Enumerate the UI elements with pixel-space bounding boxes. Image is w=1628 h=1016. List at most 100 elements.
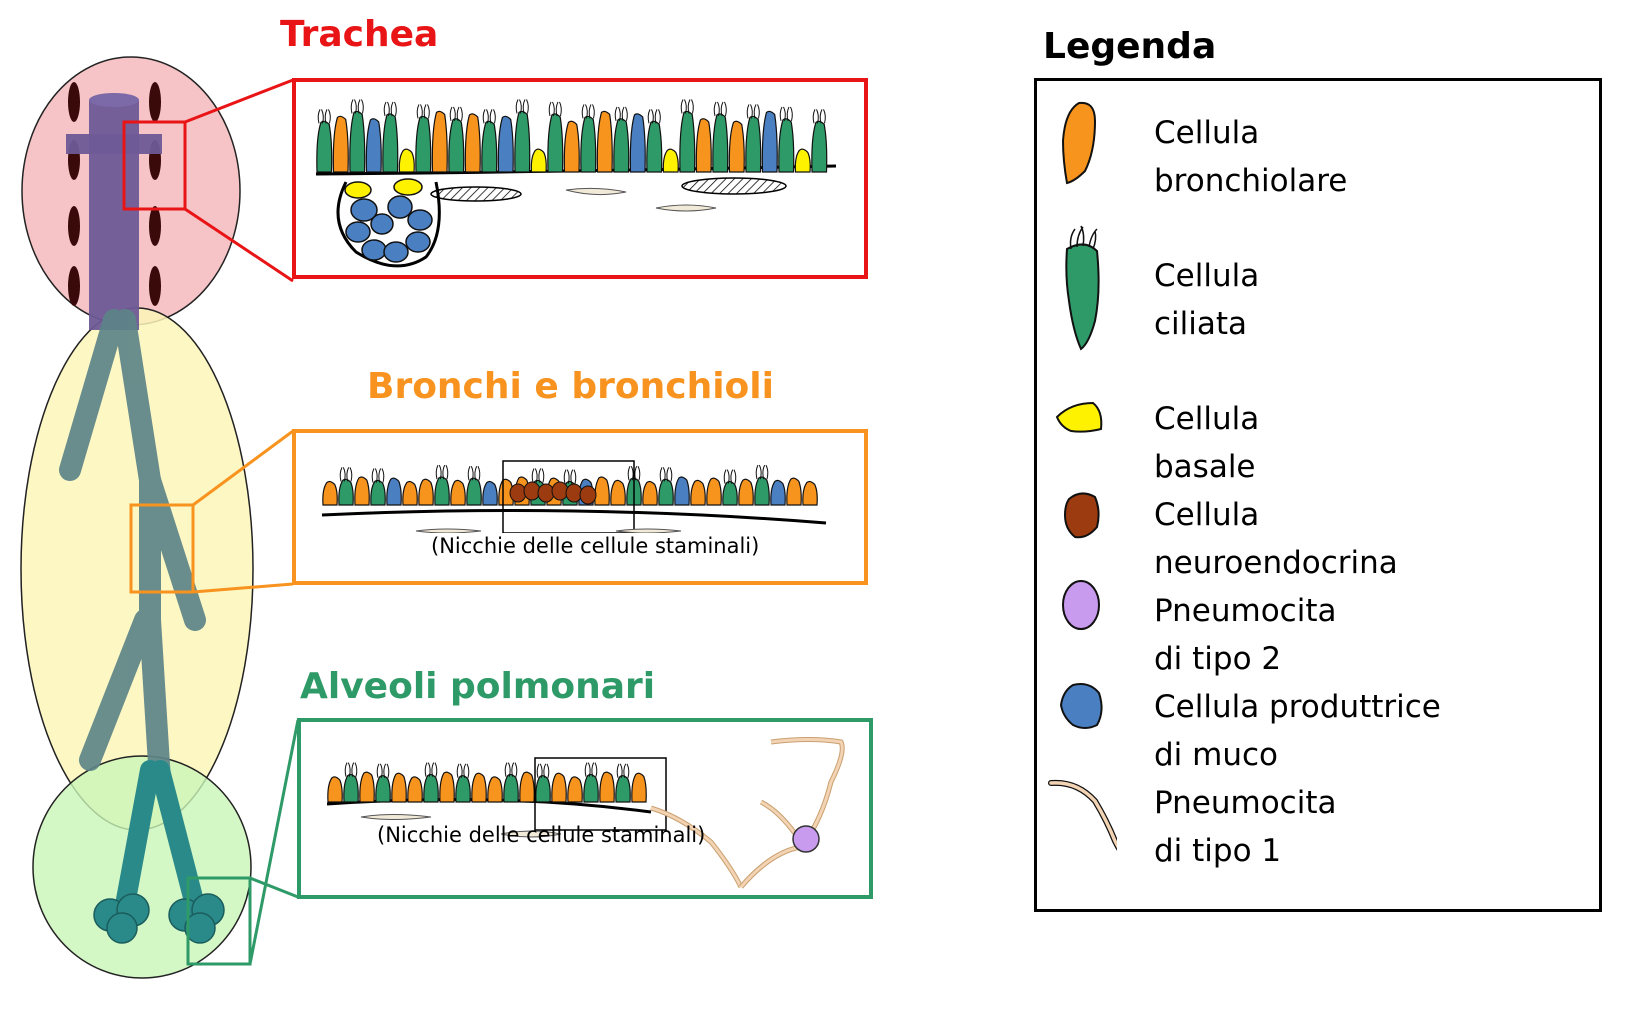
cilia bbox=[339, 467, 353, 482]
neuroendocrine-cell bbox=[523, 481, 541, 501]
ciliated-cell bbox=[514, 110, 531, 173]
type2-pneumocyte bbox=[792, 825, 820, 853]
mucus-cell bbox=[386, 477, 402, 506]
cilia bbox=[344, 762, 358, 777]
ciliated-cell bbox=[658, 478, 674, 506]
bronchiolar-cell bbox=[354, 476, 370, 506]
type2-pneumocyte-icon bbox=[1062, 580, 1100, 630]
cilia bbox=[383, 101, 397, 117]
cilia bbox=[723, 469, 737, 484]
trachea-title: Trachea bbox=[280, 14, 439, 55]
legend-label-mucus: Cellula produttrice di muco bbox=[1154, 689, 1441, 773]
ciliated-cell bbox=[349, 110, 366, 173]
bronchiolar-cell bbox=[431, 110, 448, 173]
cilia bbox=[416, 104, 430, 119]
bronchiolar-cell bbox=[695, 118, 712, 173]
bronchiolar-cell bbox=[786, 477, 802, 506]
ciliated-cell bbox=[712, 113, 729, 173]
cilia bbox=[647, 109, 661, 124]
ciliated-cell bbox=[316, 120, 333, 173]
ciliated-cell bbox=[481, 120, 498, 173]
ciliated-cell bbox=[583, 773, 599, 803]
bronchiolar-cell bbox=[464, 113, 481, 173]
ciliated-cell bbox=[338, 478, 354, 506]
basal-cell-icon bbox=[1055, 401, 1103, 433]
legend-label-type1-pneumocyte: Pneumocita di tipo 1 bbox=[1154, 785, 1337, 869]
neuroendocrine-cell bbox=[565, 483, 583, 503]
cilia bbox=[563, 469, 577, 484]
ciliated-cell bbox=[423, 773, 439, 803]
trachea-zoom-marker bbox=[122, 120, 187, 211]
cilia bbox=[317, 109, 331, 124]
ciliated-cell bbox=[455, 775, 471, 803]
cilia bbox=[449, 106, 463, 122]
mucus-cell bbox=[674, 476, 690, 506]
bronchiolar-cell bbox=[407, 776, 423, 803]
alveoli-niche-caption: (Nicchie delle cellule staminali) bbox=[377, 823, 706, 847]
bronchi-niche-caption: (Nicchie delle cellule staminali) bbox=[431, 534, 760, 558]
alveoli-epithelium bbox=[326, 737, 845, 889]
bronchiolar-cell bbox=[332, 115, 349, 173]
bronchiolar-cell bbox=[450, 479, 466, 506]
cilia bbox=[515, 99, 529, 114]
ciliated-cell bbox=[343, 773, 359, 803]
alveolar-sacs bbox=[93, 893, 225, 944]
cilia bbox=[746, 104, 760, 119]
bronchiolar-cell bbox=[599, 771, 615, 803]
mucus-cell bbox=[497, 115, 514, 173]
alveoli-niche-box bbox=[534, 757, 667, 831]
mucus-cell bbox=[761, 110, 778, 173]
ciliated-cell bbox=[448, 118, 465, 173]
alveoli-title: Alveoli polmonari bbox=[300, 666, 656, 707]
legend-title: Legenda bbox=[1043, 26, 1217, 67]
cilia bbox=[584, 762, 598, 777]
bronchiolar-cell bbox=[327, 776, 343, 803]
trachea-tube bbox=[66, 93, 162, 330]
legend-label-bronchiolar: Cellula bronchiolare bbox=[1154, 115, 1348, 199]
bronchiolar-cell bbox=[631, 772, 647, 803]
cilia bbox=[350, 99, 364, 114]
bronchiolar-cell bbox=[567, 776, 583, 803]
cilia bbox=[456, 763, 470, 778]
bronchiolar-cell bbox=[487, 776, 503, 803]
bronchiolar-cell bbox=[322, 480, 338, 506]
mucus-cell bbox=[365, 118, 382, 173]
legend-label-ciliated: Cellula ciliata bbox=[1154, 258, 1260, 342]
ciliated-cell bbox=[466, 477, 482, 506]
cilia bbox=[614, 106, 628, 122]
type1-pneumocyte-icon bbox=[1048, 779, 1117, 851]
zoom-connectors bbox=[184, 78, 300, 965]
ciliated-cell bbox=[580, 115, 597, 173]
ciliated-cell-icon bbox=[1065, 225, 1100, 351]
cilia bbox=[504, 762, 518, 777]
legend-label-neuroendocrine: Cellula neuroendocrina bbox=[1154, 497, 1398, 581]
cilia bbox=[755, 464, 769, 480]
neuroendocrine-cell bbox=[509, 483, 527, 503]
cilia bbox=[371, 468, 385, 483]
cilia bbox=[581, 104, 595, 119]
legend-label-basal: Cellula basale bbox=[1154, 401, 1260, 485]
cilia bbox=[536, 763, 550, 778]
ciliated-cell bbox=[754, 476, 770, 506]
ciliated-cell bbox=[745, 115, 762, 173]
ciliated-cell bbox=[547, 113, 564, 173]
ciliated-cell bbox=[778, 118, 795, 173]
bronchiolar-cell bbox=[551, 772, 567, 803]
bronchiolar-cell bbox=[642, 480, 658, 506]
legend-box: Cellula bronchiolare Cellula ciliata Cel… bbox=[1034, 78, 1602, 912]
cilia bbox=[376, 763, 390, 778]
legend-icons bbox=[1048, 101, 1117, 851]
cilia bbox=[467, 466, 481, 481]
bronchi-title: Bronchi e bronchioli bbox=[367, 366, 774, 407]
cilia bbox=[616, 763, 630, 778]
bronchiolar-cell bbox=[728, 120, 745, 173]
bronchiolar-cell bbox=[519, 771, 535, 803]
bronchiolar-cell bbox=[471, 772, 487, 803]
bronchiolar-cell bbox=[690, 479, 706, 506]
bronchiolar-cell bbox=[418, 478, 434, 506]
cilia bbox=[531, 468, 545, 483]
ciliated-cell bbox=[375, 775, 391, 803]
bronchiolar-cell bbox=[738, 478, 754, 506]
cilia bbox=[659, 467, 673, 482]
